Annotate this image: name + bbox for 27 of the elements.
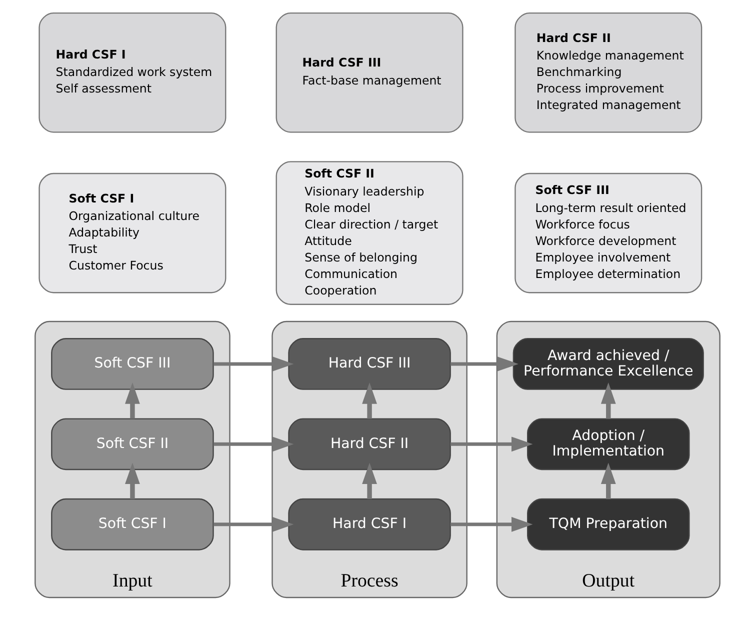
arrow [600, 462, 616, 499]
node-box: TQM Preparation [527, 498, 690, 550]
node-box: Hard CSF III Fact-base management [276, 12, 464, 133]
node-box: Soft CSF II Visionary leadership Role model Clear direction / target Attitude Sense of belonging Communication Cooperation [276, 161, 464, 305]
arrow [213, 436, 294, 452]
node-box: Adoption / Implementation [527, 418, 690, 470]
node-box: Hard CSF I Standardized work system Self assessment [38, 12, 226, 133]
arrow [125, 382, 140, 419]
node-box: Hard CSF III [288, 338, 451, 390]
arrow [450, 356, 518, 372]
node-box: Hard CSF II Knowledge management Benchmarking Process improvement Integrated management [514, 12, 702, 133]
node-box: Soft CSF I Organizational culture Adaptability Trust Customer Focus [38, 172, 226, 294]
node-box: Hard CSF I [288, 498, 451, 550]
arrow [450, 436, 533, 452]
arrow [362, 382, 377, 419]
node-box: Soft CSF III [51, 338, 214, 390]
arrow [362, 462, 377, 499]
node-box: Soft CSF III Long-term result oriented Workforce focus Workforce development Employee involvement Employee determination [514, 172, 702, 294]
node-box: Hard CSF II [288, 418, 451, 470]
arrow [213, 356, 294, 372]
arrow [600, 382, 616, 419]
arrow [125, 462, 140, 499]
node-box: Soft CSF I [51, 498, 214, 550]
node-box: Award achieved / Performance Excellence [512, 338, 704, 390]
arrow [450, 516, 533, 532]
arrow [213, 516, 294, 532]
node-box: Soft CSF II [51, 418, 214, 470]
